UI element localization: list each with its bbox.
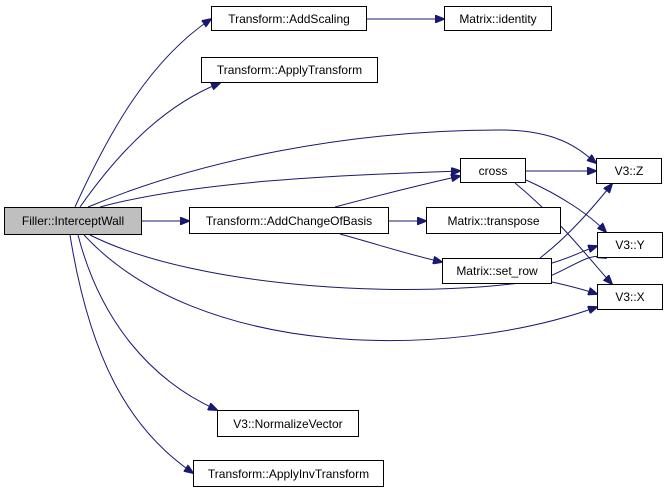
- edge-root-to-v3-x: [83, 234, 597, 342]
- edge-root-to-v3-z: [87, 129, 596, 208]
- node-transform-applyinvtransform[interactable]: Transform::ApplyInvTransform: [193, 460, 384, 487]
- node-v3-z[interactable]: V3::Z: [596, 158, 662, 184]
- edge-root-to-apply-inv-transform: [69, 234, 193, 473]
- node-filler-interceptwall: Filler::InterceptWall: [4, 207, 142, 235]
- node-matrix-set-row[interactable]: Matrix::set_row: [442, 258, 552, 284]
- node-v3-x[interactable]: V3::X: [597, 284, 663, 310]
- edge-add-change-of-basis-to-cross: [334, 176, 460, 208]
- node-transform-addchangeofbasis[interactable]: Transform::AddChangeOfBasis: [189, 207, 389, 234]
- node-matrix-identity[interactable]: Matrix::identity: [444, 6, 552, 31]
- edge-root-to-apply-transform: [79, 83, 220, 208]
- node-cross[interactable]: cross: [460, 158, 526, 183]
- edge-set-row-to-v3-y: [551, 246, 597, 264]
- node-transform-applytransform[interactable]: Transform::ApplyTransform: [201, 57, 378, 83]
- edge-set-row-to-v3-x: [551, 281, 597, 294]
- edge-cross-to-v3-y: [525, 179, 606, 232]
- node-transform-addscaling[interactable]: Transform::AddScaling: [211, 6, 367, 31]
- edge-add-change-of-basis-to-set-row: [339, 233, 442, 262]
- node-v3-normalizevector[interactable]: V3::NormalizeVector: [217, 410, 359, 437]
- edge-root-to-add-scaling: [74, 19, 211, 208]
- node-v3-y[interactable]: V3::Y: [597, 232, 663, 258]
- edge-set-row-to-v3-z: [539, 184, 612, 259]
- node-matrix-transpose[interactable]: Matrix::transpose: [426, 207, 561, 234]
- edge-root-to-normalize-vector: [77, 234, 217, 410]
- edge-root-to-v3-y: [89, 234, 606, 290]
- edge-cross-to-v3-x: [514, 182, 612, 284]
- edge-root-to-cross: [99, 171, 460, 208]
